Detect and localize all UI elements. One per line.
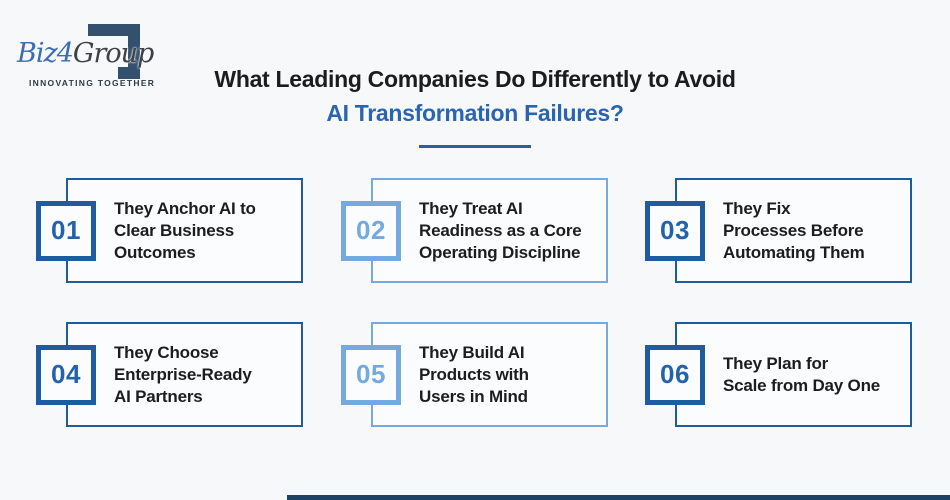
card-text: They Anchor AI to Clear Business Outcome… bbox=[114, 198, 256, 262]
card-01: 01 They Anchor AI to Clear Business Outc… bbox=[36, 178, 303, 283]
card-number-badge: 05 bbox=[341, 344, 401, 405]
title-line-2: AI Transformation Failures? bbox=[326, 100, 624, 126]
card-number-badge: 04 bbox=[36, 344, 96, 405]
card-number-badge: 01 bbox=[36, 200, 96, 261]
card-number: 06 bbox=[660, 359, 690, 389]
card-number-badge: 02 bbox=[341, 200, 401, 261]
card-number: 01 bbox=[51, 215, 81, 245]
logo-brand-suffix: Group bbox=[72, 38, 154, 69]
card-04: 04 They Choose Enterprise-Ready AI Partn… bbox=[36, 322, 303, 427]
title-line-1: What Leading Companies Do Differently to… bbox=[214, 66, 736, 92]
logo-tagline: INNOVATING TOGETHER bbox=[29, 78, 156, 88]
logo-brand-text: Biz4Group bbox=[17, 38, 154, 69]
card-05: 05 They Build AI Products with Users in … bbox=[341, 322, 608, 427]
card-number: 05 bbox=[356, 359, 386, 389]
card-text: They Choose Enterprise-Ready AI Partners bbox=[114, 342, 252, 406]
logo-bracket-icon bbox=[88, 24, 140, 79]
card-text: They Fix Processes Before Automating The… bbox=[723, 198, 865, 262]
biz4group-logo: Biz4Group INNOVATING TOGETHER bbox=[0, 0, 170, 100]
title-underline bbox=[419, 145, 531, 148]
card-text: They Plan for Scale from Day One bbox=[723, 353, 881, 395]
card-02: 02 They Treat AI Readiness as a Core Ope… bbox=[341, 178, 608, 283]
logo-brand-number: 4 bbox=[56, 38, 74, 69]
footer-accent-bar bbox=[287, 495, 950, 500]
logo-brand-prefix: Biz bbox=[17, 38, 58, 69]
card-text: They Treat AI Readiness as a Core Operat… bbox=[419, 198, 582, 262]
card-number-badge: 06 bbox=[645, 344, 705, 405]
card-number: 02 bbox=[356, 215, 386, 245]
card-text: They Build AI Products with Users in Min… bbox=[419, 342, 529, 406]
card-number-badge: 03 bbox=[645, 200, 705, 261]
card-number: 03 bbox=[660, 215, 690, 245]
card-06: 06 They Plan for Scale from Day One bbox=[645, 322, 912, 427]
card-03: 03 They Fix Processes Before Automating … bbox=[645, 178, 912, 283]
card-number: 04 bbox=[51, 359, 81, 389]
title-block: What Leading Companies Do Differently to… bbox=[0, 64, 950, 148]
